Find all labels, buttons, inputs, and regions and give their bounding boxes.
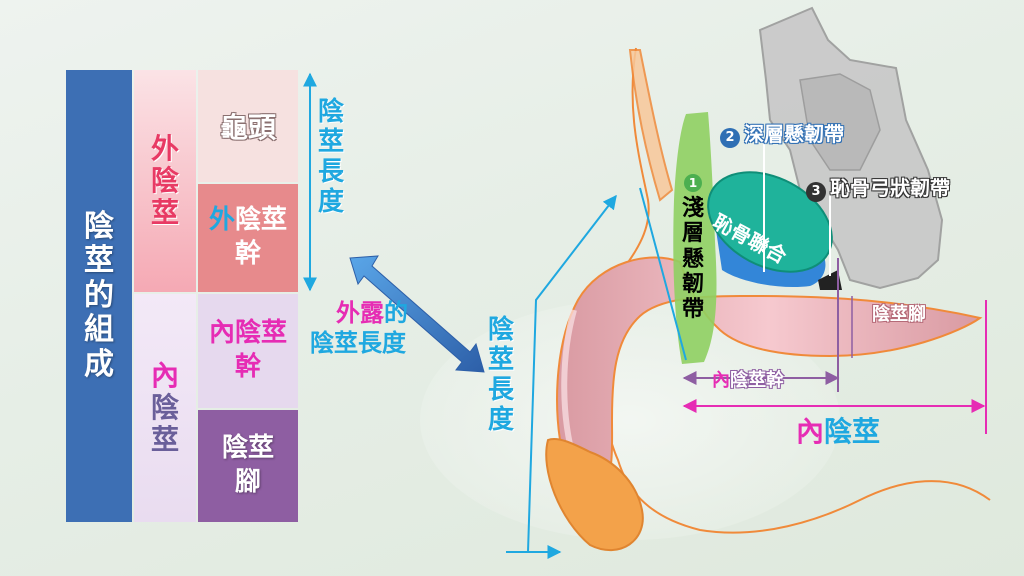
- internal-penis-group: 內陰莖: [134, 294, 196, 522]
- internal-shaft-cell: 內陰莖幹: [198, 294, 298, 408]
- vertical-char: 帶: [682, 297, 705, 323]
- vertical-char: 陰: [488, 315, 515, 345]
- crus-label: 陰莖腳: [221, 433, 274, 497]
- exposed-line2: 陰莖長度: [310, 329, 406, 357]
- vertical-char: 內: [150, 358, 179, 392]
- vertical-char: 成: [84, 346, 114, 382]
- vertical-char: 度: [318, 186, 345, 217]
- internal-penis-label: 內陰莖: [150, 358, 179, 457]
- vertical-char: 陰: [84, 208, 114, 244]
- internal-shaft-anatomy-label: 內陰莖幹: [712, 370, 784, 391]
- arcuate-ligament-number: 3: [806, 182, 826, 202]
- vertical-char: 度: [488, 404, 515, 435]
- glans-cell: 龜頭: [198, 70, 298, 182]
- vertical-char: 莖: [84, 243, 114, 279]
- exposed-length-double-arrow: [349, 255, 485, 373]
- vertical-char: 長: [488, 374, 515, 405]
- abdomen-wall: [628, 49, 674, 202]
- crus-cell: 陰莖腳: [198, 410, 298, 522]
- glans-scrotum: [545, 438, 644, 551]
- external-penis-group: 外陰莖: [134, 70, 196, 292]
- left-length-label: 陰莖長度: [318, 97, 345, 218]
- main-title-cell: 陰莖的組成: [66, 70, 132, 522]
- exposed-prefix: 外露: [336, 299, 384, 327]
- main-title: 陰莖的組成: [84, 208, 114, 383]
- vertical-char: 莖: [150, 423, 179, 457]
- right-length-arrow: [527, 194, 617, 553]
- superficial-ligament-pointer: [639, 187, 687, 361]
- vertical-char: 外: [150, 131, 179, 165]
- vertical-char: 長: [318, 156, 345, 187]
- superficial-ligament-number: 1: [684, 174, 702, 192]
- penis-shaft: [556, 256, 983, 488]
- crus-anatomy-label: 陰莖腳: [872, 304, 926, 325]
- internal-shaft-label: 陰莖幹: [234, 318, 288, 382]
- deep-ligament-text: 深層懸韌帶: [744, 122, 844, 146]
- vertical-char: 莖: [488, 344, 515, 375]
- vertical-char: 陰: [150, 163, 179, 197]
- vertical-char: 陰: [150, 390, 179, 424]
- glans-label: 龜頭: [219, 111, 276, 144]
- superficial-ligament: [673, 112, 717, 364]
- arcuate-ligament-shape: [818, 270, 842, 290]
- internal-shaft-prefix: 內: [208, 318, 235, 349]
- vertical-char: 淺: [682, 196, 705, 221]
- pubic-bone-inner: [799, 73, 881, 171]
- vertical-char: 莖: [150, 196, 179, 230]
- external-shaft-cell: 外陰莖幹: [198, 184, 298, 292]
- external-shaft-prefix: 外: [208, 205, 235, 236]
- right-length-label: 陰莖長度: [488, 315, 515, 436]
- vertical-char: 莖: [318, 126, 345, 157]
- deep-ligament-number: 2: [720, 128, 740, 148]
- vertical-char: 陰: [318, 97, 345, 127]
- superficial-ligament-label: 1 淺層懸韌帶: [682, 174, 704, 322]
- pubic-symphysis-shape: [707, 171, 833, 273]
- arcuate-ligament-text: 恥骨弓狀韌帶: [830, 176, 950, 200]
- exposed-rest: 的: [384, 299, 408, 327]
- vertical-char: 層: [682, 221, 705, 247]
- vertical-char: 韌: [682, 271, 705, 297]
- internal-penis-anatomy-label: 內陰莖: [796, 415, 881, 448]
- vertical-char: 組: [84, 312, 114, 348]
- body-outline: [595, 47, 991, 534]
- external-shaft-label: 陰莖幹: [234, 205, 288, 269]
- external-penis-label: 外陰莖: [150, 131, 179, 230]
- vertical-char: 的: [84, 277, 114, 313]
- vertical-char: 懸: [682, 246, 705, 272]
- exposed-length-label: 外露的 陰莖長度: [310, 298, 408, 358]
